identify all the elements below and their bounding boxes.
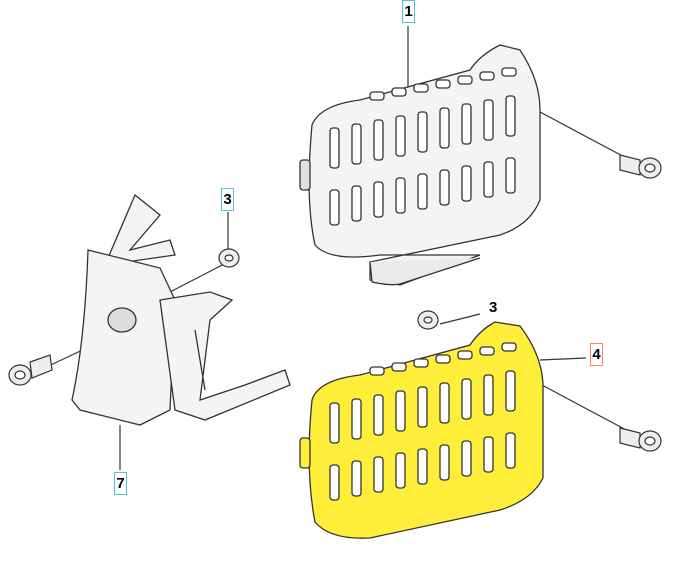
grille-slot — [501, 67, 517, 77]
grille-slot — [479, 346, 495, 356]
grille-slot — [439, 169, 450, 206]
grille-slot — [395, 390, 406, 432]
cover-part-1[interactable] — [299, 44, 541, 286]
grille-slot — [351, 398, 362, 440]
grille-slot — [483, 374, 494, 416]
grille-slot — [439, 382, 450, 424]
grille-slot — [439, 444, 450, 481]
grille-slot — [373, 119, 384, 161]
grille-slot — [439, 107, 450, 149]
grille-slot — [369, 91, 385, 101]
bracket-part-7[interactable] — [71, 193, 291, 426]
grille-slot — [329, 189, 340, 226]
grille-slot — [395, 177, 406, 214]
grille-slot — [457, 75, 473, 85]
part-label-4[interactable]: 4 — [590, 343, 603, 366]
washer-icon[interactable] — [417, 310, 439, 330]
grille-slot — [505, 95, 516, 137]
grille-slot — [417, 111, 428, 153]
grille-slot — [373, 394, 384, 436]
part-label-7[interactable]: 7 — [114, 472, 127, 495]
grille-slot — [505, 370, 516, 412]
grille-slot — [391, 87, 407, 97]
washer-icon[interactable] — [218, 248, 240, 268]
grille-slot — [351, 123, 362, 165]
grille-slot — [461, 165, 472, 202]
grille-slot — [373, 456, 384, 493]
grille-slot — [373, 181, 384, 218]
grille-slot — [329, 464, 340, 501]
grille-slot — [413, 358, 429, 368]
grille-slot — [435, 79, 451, 89]
grille-slot — [501, 342, 517, 352]
grille-slot — [479, 71, 495, 81]
grille-slot — [483, 99, 494, 141]
grille-slot — [417, 173, 428, 210]
cover-part-4-highlighted[interactable] — [299, 321, 544, 539]
part-label-3-upper[interactable]: 3 — [221, 188, 234, 211]
grille-slot — [391, 362, 407, 372]
grille-slot — [505, 157, 516, 194]
leader-line-3b — [439, 313, 481, 325]
grille-slot — [457, 350, 473, 360]
grille-slot — [461, 103, 472, 145]
grille-slot — [395, 115, 406, 157]
grille-slot — [329, 127, 340, 169]
screw-icon[interactable] — [8, 354, 53, 386]
leader-line-washer-a — [169, 261, 229, 293]
leader-line-4 — [539, 357, 587, 361]
grille-slot — [417, 386, 428, 428]
part-label-3-right[interactable]: 3 — [489, 299, 498, 316]
grille-slot — [413, 83, 429, 93]
leader-line-screw-bottom — [539, 383, 631, 433]
grille-slot — [395, 452, 406, 489]
screw-icon[interactable] — [619, 427, 662, 452]
grille-slot — [483, 161, 494, 198]
grille-slot — [435, 354, 451, 364]
grille-slot — [351, 460, 362, 497]
grille-slot — [461, 440, 472, 477]
screw-icon[interactable] — [619, 154, 662, 179]
grille-slot — [417, 448, 428, 485]
grille-slot — [461, 378, 472, 420]
grille-slot — [329, 402, 340, 444]
grille-slot — [505, 432, 516, 469]
leader-line-screw-top — [539, 111, 631, 161]
grille-slot — [483, 436, 494, 473]
grille-slot — [369, 366, 385, 376]
part-label-1[interactable]: 1 — [402, 0, 415, 23]
grille-slot — [351, 185, 362, 222]
